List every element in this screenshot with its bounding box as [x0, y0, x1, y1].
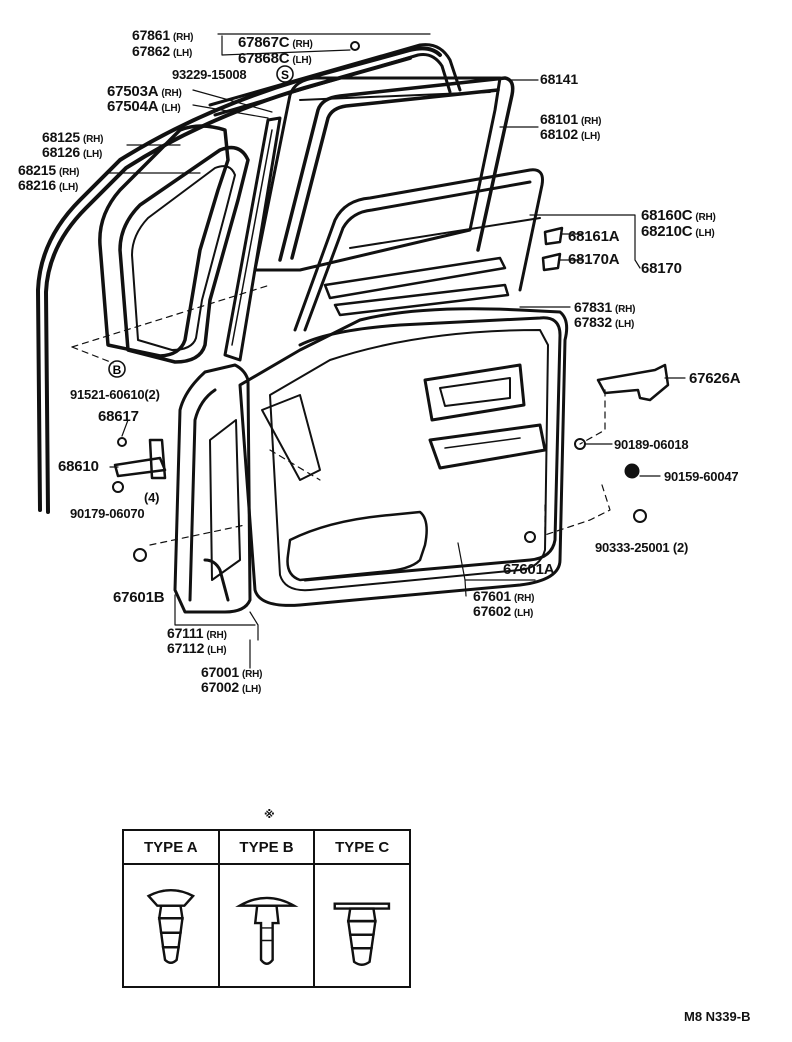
- door-check: [113, 438, 167, 480]
- door-shell: [173, 363, 252, 614]
- clip-90159: [624, 463, 640, 479]
- door-trim-panel: [298, 316, 562, 582]
- label-91521: 91521-60610(2): [70, 387, 160, 402]
- type-c-clip-icon: [315, 865, 409, 986]
- callout-s-circle: [276, 65, 294, 83]
- window-frame-inner: [293, 168, 544, 332]
- label-67112: 67112(LH): [167, 640, 227, 657]
- type-a-clip-icon: [124, 865, 218, 986]
- callout-s: S: [281, 68, 289, 82]
- type-b-header: TYPE B: [219, 831, 314, 865]
- belt-moulding: [323, 226, 564, 317]
- type-b-column: TYPE B: [219, 831, 316, 986]
- label-90179: 90179-06070: [70, 506, 145, 521]
- label-68210c: 68210C(LH): [641, 223, 715, 240]
- label-67626a: 67626A: [689, 370, 741, 387]
- label-67832: 67832(LH): [574, 314, 635, 331]
- type-b-clip-icon: [220, 865, 314, 986]
- label-67503a: 67503A(RH): [107, 83, 182, 100]
- quarter-window-frame: [98, 124, 250, 364]
- label-67867c: 67867C(RH): [238, 34, 313, 51]
- label-68141: 68141: [540, 71, 578, 87]
- label-67601: 67601(RH): [473, 588, 535, 605]
- document-code: M8 N339-B: [684, 1009, 751, 1024]
- label-68216: 68216(LH): [18, 177, 79, 194]
- label-68160c: 68160C(RH): [641, 207, 716, 224]
- label-67861: 67861(RH): [132, 27, 194, 44]
- label-68101: 68101(RH): [540, 111, 602, 128]
- callout-b: B: [113, 363, 122, 377]
- division-channel: [223, 116, 282, 362]
- door-inner-panel: [238, 307, 569, 607]
- type-c-column: TYPE C: [315, 831, 410, 986]
- label-68102: 68102(LH): [540, 126, 601, 143]
- label-90333: 90333-25001 (2): [595, 540, 689, 555]
- label-67002: 67002(LH): [201, 679, 262, 696]
- label-67868c: 67868C(LH): [238, 50, 312, 67]
- label-67111: 67111(RH): [167, 625, 227, 642]
- label-68617: 68617: [98, 408, 139, 425]
- label-68161a: 68161A: [568, 228, 620, 245]
- label-68170: 68170: [641, 260, 682, 277]
- leader-lines: [107, 33, 686, 669]
- label-qty-4: (4): [144, 490, 160, 505]
- label-67602: 67602(LH): [473, 603, 534, 620]
- type-a-column: TYPE A: [124, 831, 220, 986]
- door-glass: [253, 76, 502, 272]
- label-67601b: 67601B: [113, 589, 165, 606]
- fasteners: [112, 41, 647, 562]
- dashed-guides: [71, 284, 611, 546]
- clip-type-table: TYPE A TYPE B TYPE C: [122, 829, 411, 988]
- label-67862: 67862(LH): [132, 43, 193, 60]
- label-67831: 67831(RH): [574, 299, 636, 316]
- label-68610: 68610: [58, 458, 99, 475]
- bracket-67626a: [596, 363, 670, 402]
- label-68170a: 68170A: [568, 251, 620, 268]
- callout-b-circle: [108, 360, 126, 378]
- label-90189: 90189-06018: [614, 437, 689, 452]
- run-channel-67861: [208, 43, 462, 117]
- label-68125: 68125(RH): [42, 129, 104, 146]
- table-star-mark: ※: [264, 809, 275, 821]
- label-67601a: 67601A: [503, 561, 555, 578]
- label-68215: 68215(RH): [18, 162, 80, 179]
- type-a-header: TYPE A: [124, 831, 218, 865]
- label-67001: 67001(RH): [201, 664, 263, 681]
- type-c-header: TYPE C: [315, 831, 410, 865]
- label-93229: 93229-15008: [172, 67, 247, 82]
- glass-run: [278, 76, 515, 262]
- label-90159: 90159-60047: [664, 469, 739, 484]
- label-67504a: 67504A(LH): [107, 98, 181, 115]
- label-68126: 68126(LH): [42, 144, 103, 161]
